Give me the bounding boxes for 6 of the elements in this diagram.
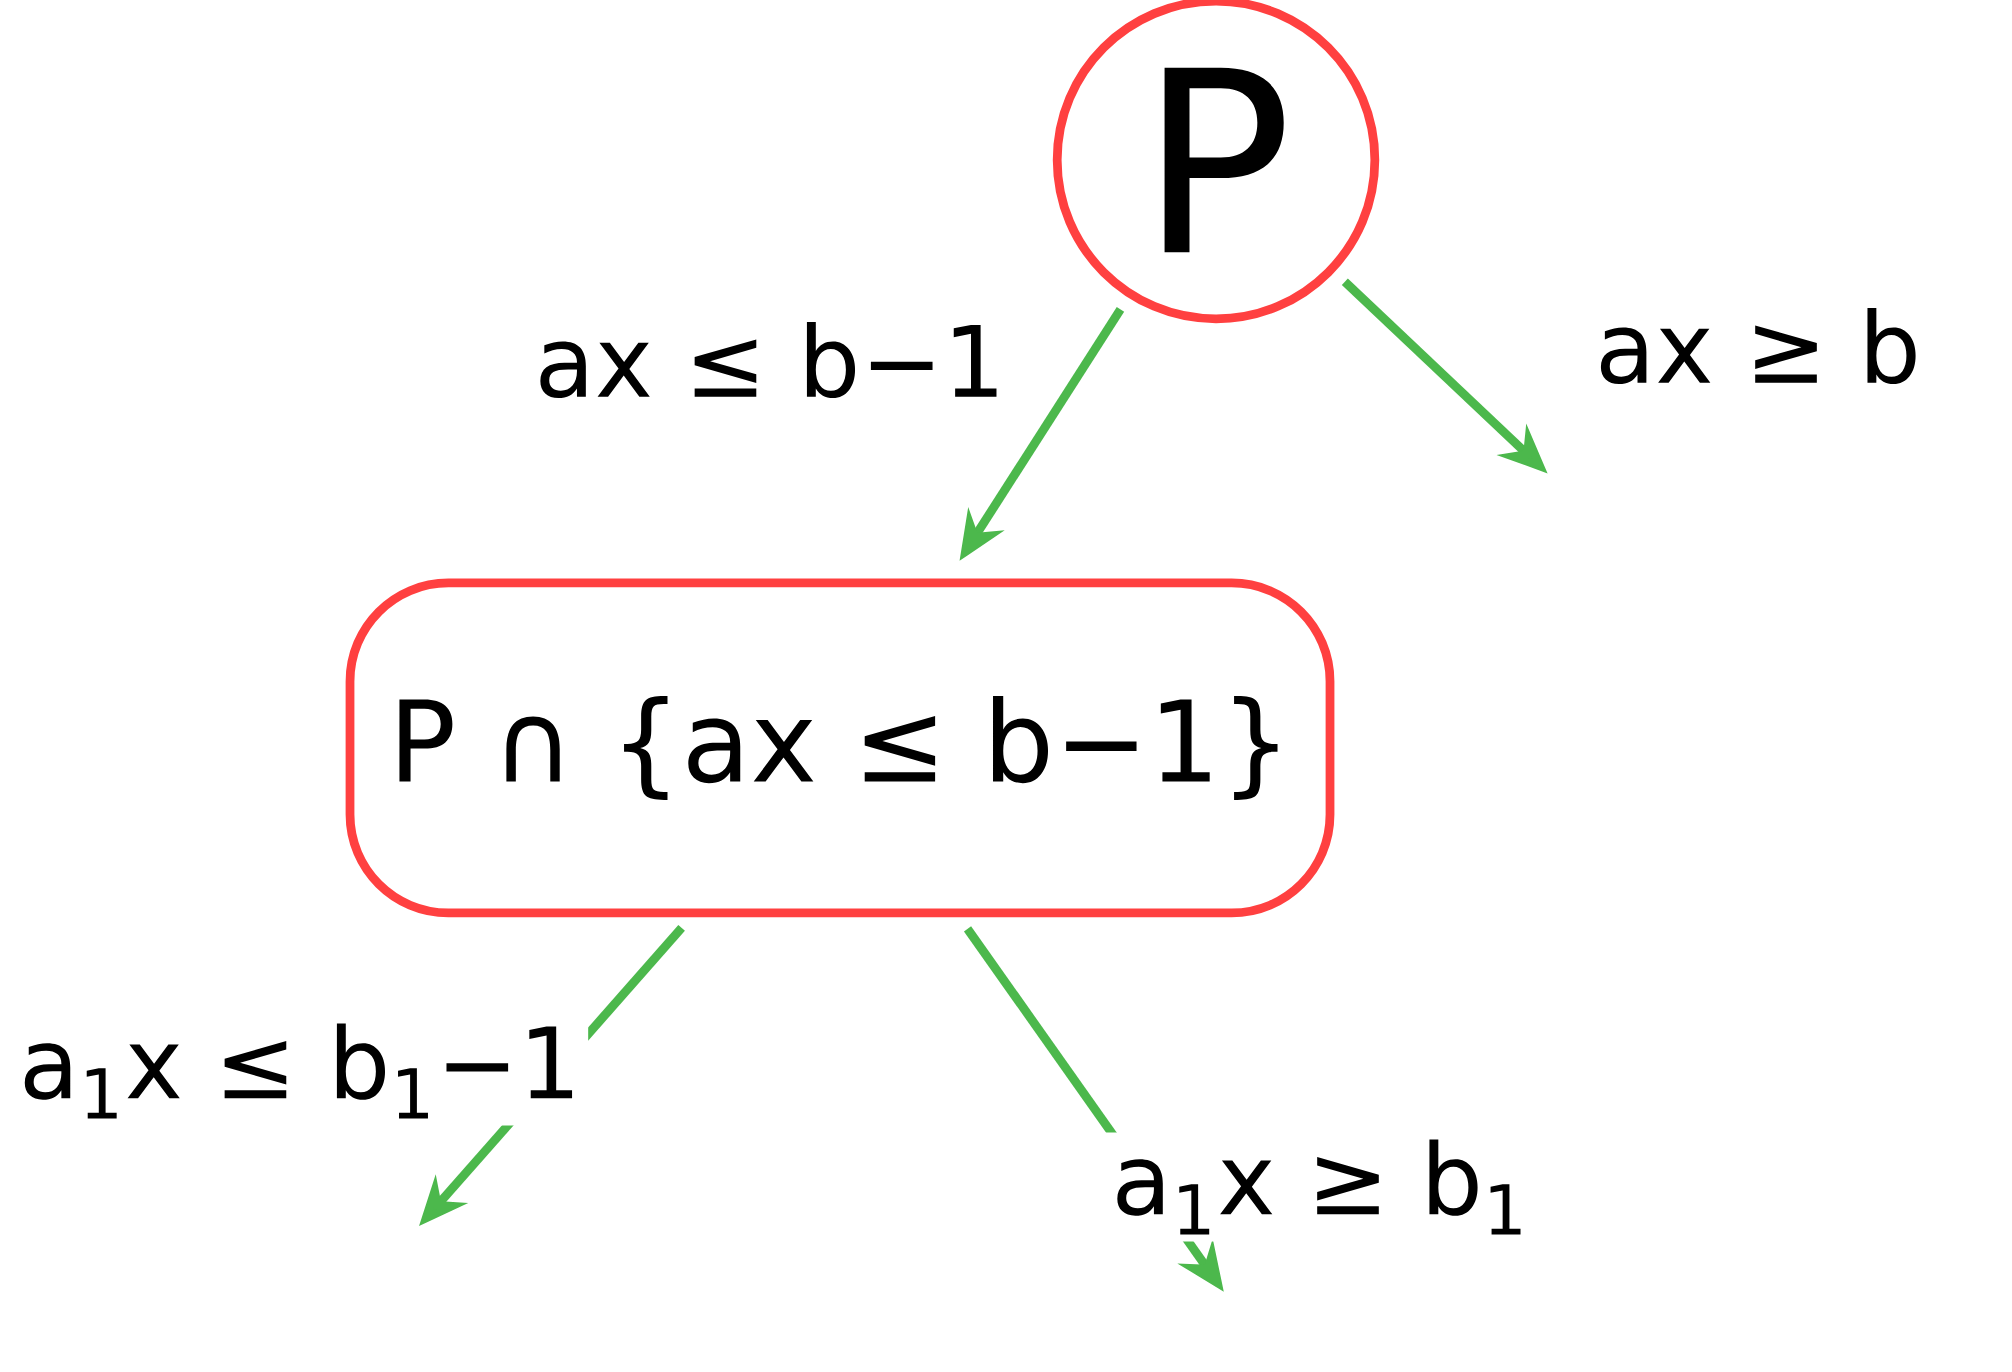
circled-node: P — [1052, 0, 1380, 324]
edge-label: ax ≤ b−1 — [527, 314, 1013, 406]
edge-label: a$_{1}$x ≥ b$_{1}$ — [1104, 1132, 1536, 1242]
edge-label: a$_{1}$x ≤ b$_{1}$−1 — [11, 1016, 589, 1126]
edge-label: ax ≥ b — [1588, 300, 1929, 392]
rounded-box: P ∩ {ax ≤ b−1} — [345, 578, 1335, 918]
